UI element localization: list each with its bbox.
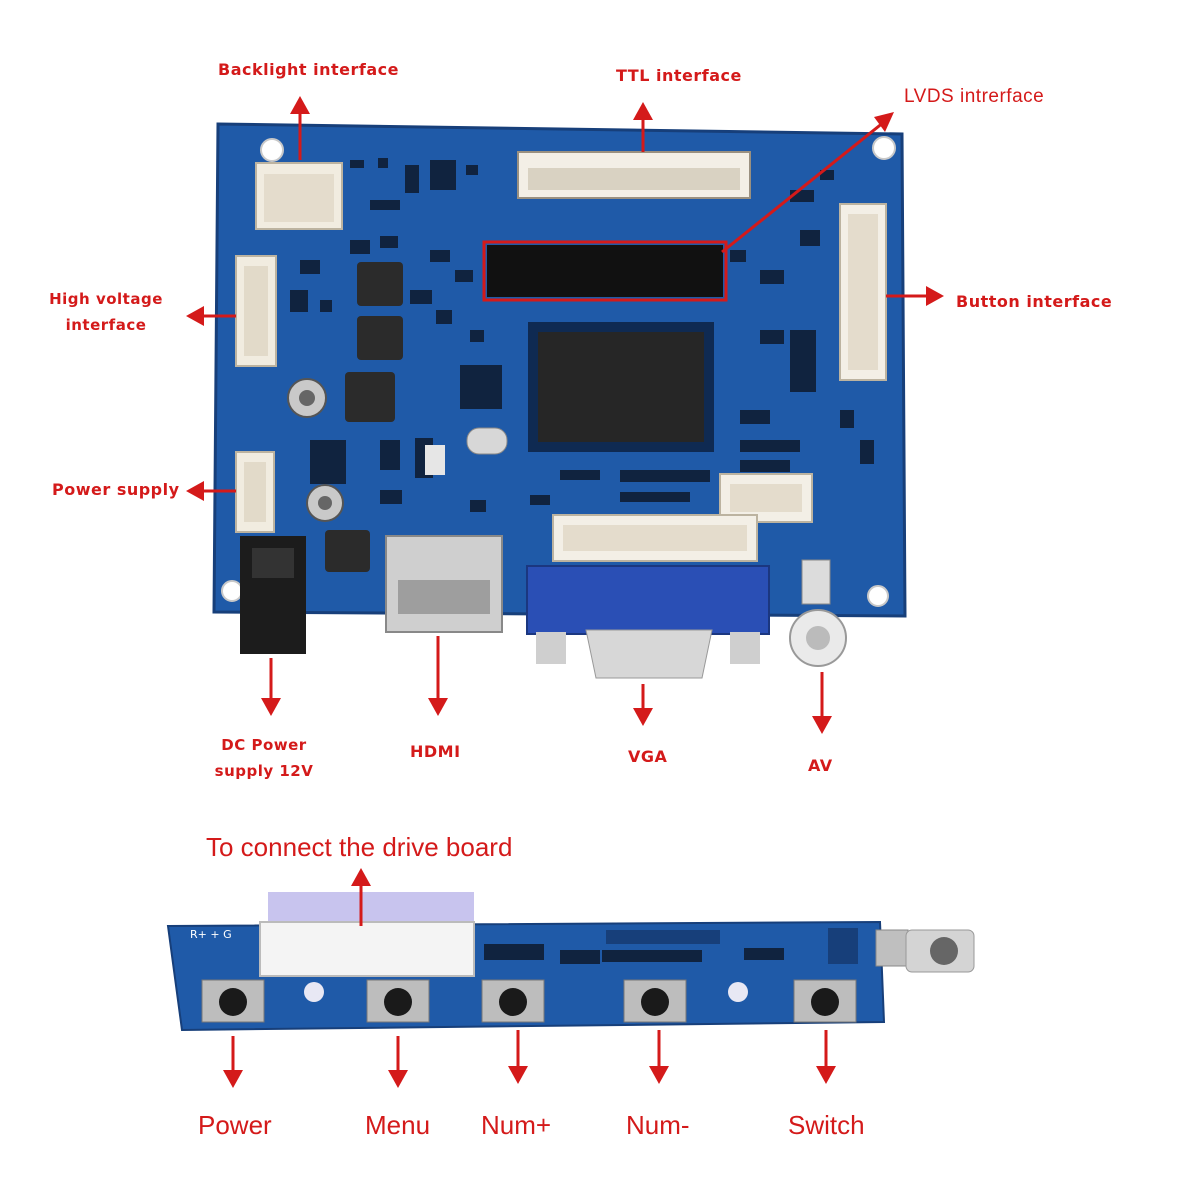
connect-drive-board-label: To connect the drive board — [206, 832, 513, 862]
dc-power-label: DC Power supply 12V — [204, 732, 324, 784]
vga-port — [526, 565, 770, 679]
button-interface-label: Button interface — [956, 292, 1113, 311]
ttl-connector — [517, 151, 751, 199]
hdmi-port — [385, 535, 503, 633]
switch-button-label: Switch — [788, 1110, 865, 1140]
lvds-header — [482, 240, 728, 302]
high-voltage-interface-label: High voltage interface — [44, 286, 168, 338]
num-plus-button-label: Num+ — [481, 1110, 552, 1140]
menu-key-cap — [384, 988, 412, 1016]
tactile-buttons — [201, 979, 857, 1023]
small-connector — [719, 473, 813, 523]
key-board-silkscreen: R+ + G — [190, 928, 232, 941]
smd-components — [290, 158, 874, 512]
power-key-cap — [219, 988, 247, 1016]
power-connector — [235, 451, 275, 533]
av-label: AV — [808, 756, 833, 775]
backlight-interface-label: Backlight interface — [218, 60, 400, 79]
switch-key-cap — [811, 988, 839, 1016]
callout-arrows — [186, 96, 944, 734]
power-button-label: Power — [198, 1110, 272, 1140]
key-leds — [304, 982, 748, 1002]
button-connector — [839, 203, 887, 381]
key-connector — [259, 892, 475, 977]
inductors — [325, 262, 403, 572]
num-minus-key-cap — [641, 988, 669, 1016]
dc-jack — [240, 536, 306, 654]
backlight-connector — [255, 162, 343, 230]
wide-connector — [552, 514, 758, 562]
num-minus-button-label: Num- — [626, 1110, 690, 1140]
key-smd — [484, 928, 858, 964]
ttl-interface-label: TTL interface — [616, 66, 742, 85]
num-plus-key-cap — [499, 988, 527, 1016]
power-supply-label: Power supply — [52, 480, 180, 499]
main-ic — [528, 322, 714, 452]
high-voltage-connector — [235, 255, 277, 367]
crystal — [466, 427, 508, 455]
key-arrows — [223, 868, 836, 1088]
lvds-interface-label: LVDS intrerface — [904, 86, 1045, 107]
av-port — [789, 559, 847, 667]
dc-power-line2: supply 12V — [214, 762, 314, 780]
menu-button-label: Menu — [365, 1110, 431, 1140]
high-voltage-line2: interface — [65, 316, 147, 334]
capacitors — [287, 378, 344, 522]
dc-power-line1: DC Power — [221, 736, 307, 754]
hdmi-label: HDMI — [410, 742, 461, 761]
vga-label: VGA — [628, 747, 668, 766]
small-ic — [425, 445, 445, 475]
high-voltage-line1: High voltage — [49, 290, 163, 308]
ir-receiver — [875, 929, 975, 973]
